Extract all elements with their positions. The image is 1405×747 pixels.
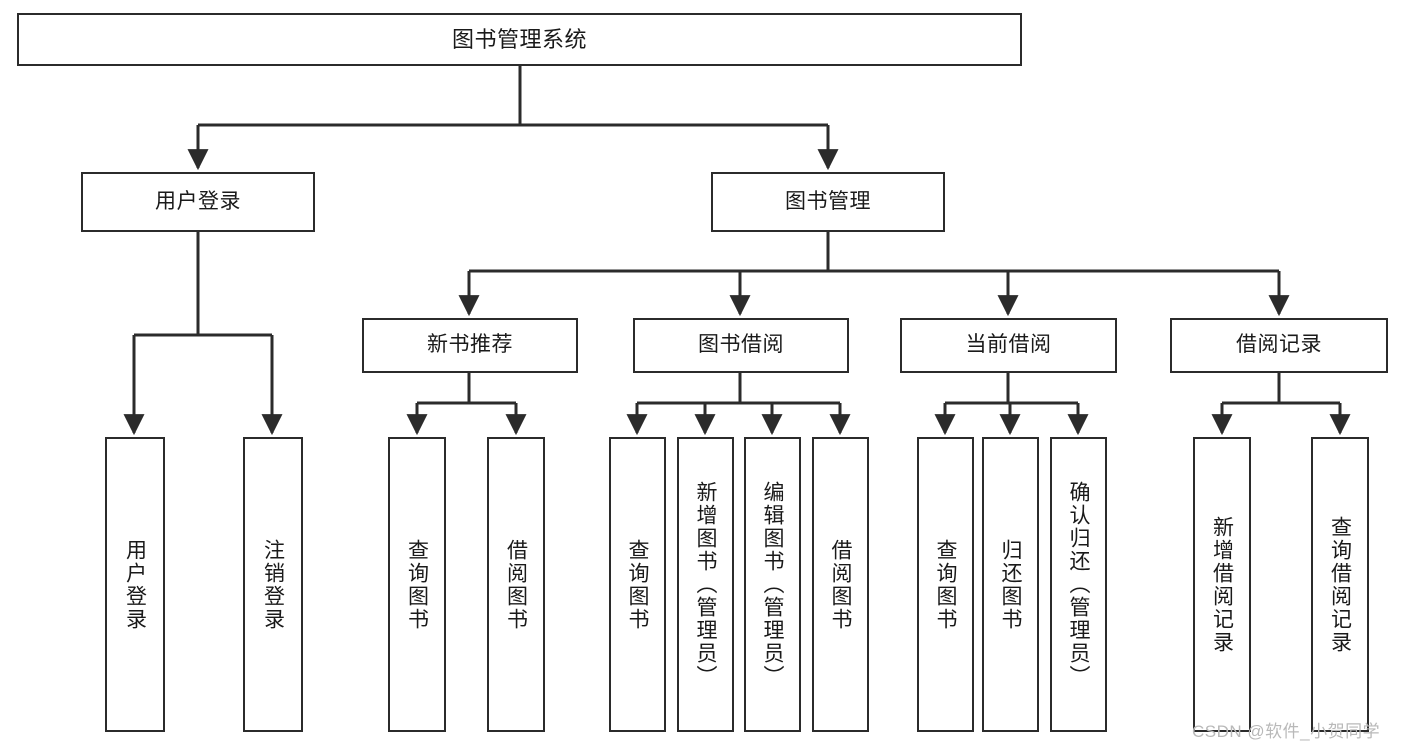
leaf-query-record[interactable]: 查询借阅记录 <box>1311 437 1369 732</box>
leaf-borrow-book-2-label: 借阅图书 <box>829 538 852 631</box>
node-book-borrow-label: 图书借阅 <box>698 333 784 357</box>
node-book-manage-label: 图书管理 <box>785 189 871 213</box>
leaf-query-book-1-label: 查询图书 <box>405 538 429 631</box>
leaf-borrow-book-1[interactable]: 借阅图书 <box>487 437 545 732</box>
node-book-borrow[interactable]: 图书借阅 <box>633 318 849 373</box>
node-new-book-recommend-label: 新书推荐 <box>427 333 513 357</box>
leaf-query-book-3[interactable]: 查询图书 <box>917 437 974 732</box>
leaf-query-book-2-label: 查询图书 <box>626 538 649 631</box>
leaf-edit-book[interactable]: 编辑图书（管理员） <box>744 437 801 732</box>
leaf-confirm-return-label: 确认归还（管理员） <box>1067 481 1090 688</box>
leaf-add-record-label: 新增借阅记录 <box>1210 515 1234 654</box>
node-user-login[interactable]: 用户登录 <box>81 172 315 232</box>
leaf-confirm-return[interactable]: 确认归还（管理员） <box>1050 437 1107 732</box>
node-current-borrow[interactable]: 当前借阅 <box>900 318 1117 373</box>
leaf-user-logout-label: 注销登录 <box>261 538 285 631</box>
leaf-query-record-label: 查询借阅记录 <box>1328 515 1352 654</box>
leaf-add-book[interactable]: 新增图书（管理员） <box>677 437 734 732</box>
leaf-add-record[interactable]: 新增借阅记录 <box>1193 437 1251 732</box>
node-borrow-record[interactable]: 借阅记录 <box>1170 318 1388 373</box>
leaf-user-login[interactable]: 用户登录 <box>105 437 165 732</box>
node-root-system[interactable]: 图书管理系统 <box>17 13 1022 66</box>
node-book-manage[interactable]: 图书管理 <box>711 172 945 232</box>
leaf-query-book-1[interactable]: 查询图书 <box>388 437 446 732</box>
node-user-login-label: 用户登录 <box>155 189 241 213</box>
leaf-edit-book-label: 编辑图书（管理员） <box>761 481 784 688</box>
leaf-add-book-label: 新增图书（管理员） <box>694 481 717 688</box>
csdn-watermark: CSDN @软件_小贺同学 <box>1192 722 1381 741</box>
leaf-return-book-label: 归还图书 <box>999 538 1022 631</box>
node-new-book-recommend[interactable]: 新书推荐 <box>362 318 578 373</box>
leaf-return-book[interactable]: 归还图书 <box>982 437 1039 732</box>
leaf-query-book-2[interactable]: 查询图书 <box>609 437 666 732</box>
leaf-borrow-book-1-label: 借阅图书 <box>504 538 528 631</box>
leaf-query-book-3-label: 查询图书 <box>934 538 957 631</box>
node-root-label: 图书管理系统 <box>451 26 587 52</box>
node-current-borrow-label: 当前借阅 <box>965 333 1052 357</box>
leaf-borrow-book-2[interactable]: 借阅图书 <box>812 437 869 732</box>
leaf-user-login-label: 用户登录 <box>123 538 147 631</box>
node-borrow-record-label: 借阅记录 <box>1236 333 1322 357</box>
leaf-user-logout[interactable]: 注销登录 <box>243 437 303 732</box>
